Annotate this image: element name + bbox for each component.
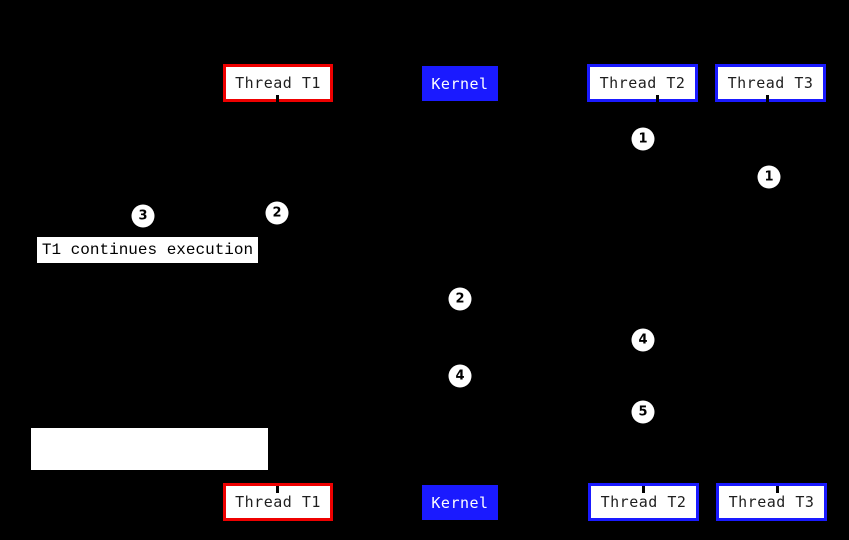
step-marker: 2 — [265, 201, 289, 225]
thread-t3-box-bottom: Thread T3 — [716, 483, 827, 521]
thread-t2-box-top: Thread T2 — [587, 64, 698, 102]
lifeline-tick — [276, 95, 279, 102]
blank-label-box — [31, 428, 268, 470]
step-marker: 1 — [757, 165, 781, 189]
lifeline-tick — [656, 95, 659, 102]
step-marker: 2 — [448, 287, 472, 311]
thread-t3-box-top: Thread T3 — [715, 64, 826, 102]
lifeline-tick — [776, 486, 779, 493]
lifeline-tick — [642, 486, 645, 493]
step-marker: 1 — [631, 127, 655, 151]
step-marker: 3 — [131, 204, 155, 228]
lifeline-tick — [766, 95, 769, 102]
step-marker: 4 — [448, 364, 472, 388]
step-marker: 5 — [631, 400, 655, 424]
annotation-t1-continues: T1 continues execution — [37, 237, 258, 263]
step-marker: 4 — [631, 328, 655, 352]
kernel-box-top: Kernel — [422, 66, 498, 101]
thread-t1-box-bottom: Thread T1 — [223, 483, 333, 521]
lifeline-tick — [276, 486, 279, 493]
kernel-box-bottom: Kernel — [422, 485, 498, 520]
